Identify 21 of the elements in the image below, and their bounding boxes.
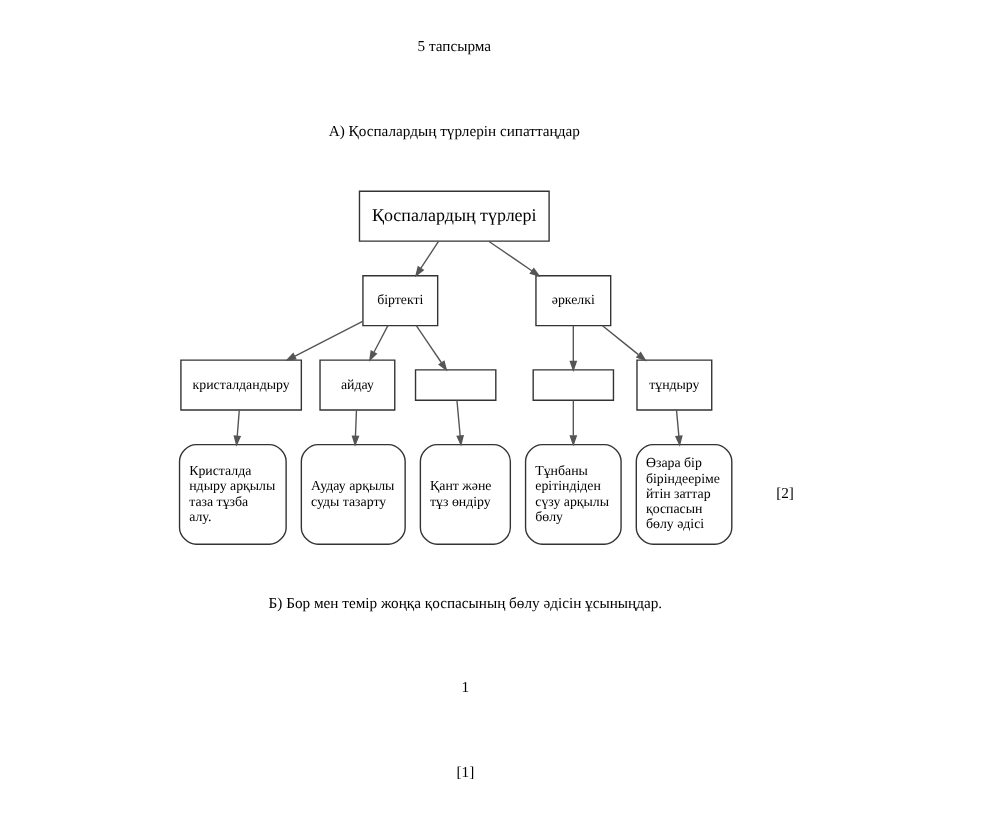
label: А) Қоспалардың түрлерін сипаттаңдар (327, 121, 579, 140)
label: Б) Бор мен темір жоңқа қоспасының бөлу әдісін ұсыныңдар. (267, 593, 662, 612)
arrow (232, 409, 241, 447)
arrow (568, 325, 577, 372)
label: [1] (455, 762, 474, 781)
node-box (413, 369, 496, 401)
label: 1 (460, 678, 469, 697)
arrow (350, 409, 359, 447)
node-box: Қоспалардың түрлері (357, 190, 549, 242)
arrow (367, 325, 388, 362)
label: [2] (775, 484, 793, 503)
arrow (673, 409, 682, 447)
arrow (600, 325, 646, 362)
arrow (568, 399, 577, 447)
label: 5 тапсырма (416, 37, 491, 56)
arrow (455, 399, 463, 447)
arrow (413, 240, 439, 278)
arrow (487, 240, 540, 277)
arrow (414, 325, 447, 372)
node-box (531, 369, 614, 401)
arrow (284, 320, 363, 362)
